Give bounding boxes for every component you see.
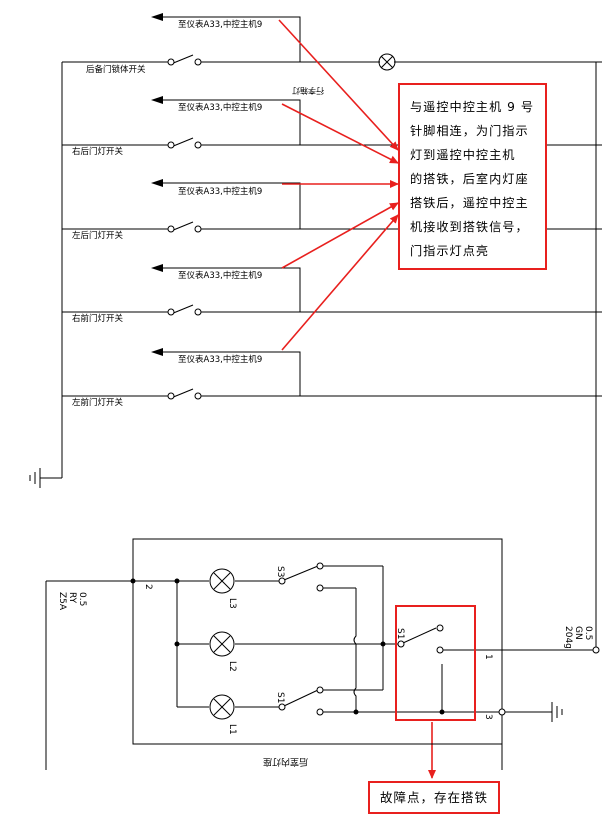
switch-label-trunk: 后备门锁体开关 [86,64,146,75]
pin-label-3: 3 [483,714,493,720]
junction-dots [130,578,445,715]
wire-label-left-code: Z5A [57,592,67,611]
wire-label-right-code: 204g [563,626,573,649]
annotation-line: 针脚相连，为门指示 [410,124,529,138]
annotation-line: 的搭铁，后室内灯座 [410,172,529,186]
wire-label-left-size: 0.5 [77,592,87,606]
lamp-icon [209,568,235,594]
relay-label: 至仪表A33,中控主机9 [178,19,262,30]
upper-schematic [29,16,602,650]
switch-label-left-front: 左前门灯开关 [72,397,124,408]
switch-label-right-front: 右前门灯开关 [72,313,124,324]
annotation-line: 灯到遥控中控主机 [410,148,516,162]
annotation-line: 与遥控中控主机 9 号 [410,100,535,114]
lamp-icon [209,694,235,720]
wire-label-left-color: RY [67,592,77,604]
relay-label: 至仪表A33,中控主机9 [178,102,262,113]
lamp-label-l1: L1 [227,724,237,735]
trunk-lamp-label: 行李箱灯 [292,86,324,96]
lamp-label-l2: L2 [227,661,237,672]
switch-labels: 后备门锁体开关 右后门灯开关 左后门灯开关 右前门灯开关 左前门灯开关 [72,64,146,408]
annotation-line: 机接收到搭铁信号， [410,220,529,234]
lower-contacts [278,562,600,716]
annotation-line: 门指示灯点亮 [410,244,490,258]
annotation-line: 搭铁后，遥控中控主 [410,196,529,210]
lower-labels: Z5A RY 0.5 204g GN 0.5 L3 L2 L1 S3 S1 S1… [57,566,593,735]
switch-label-s1-bottom: S1 [275,692,285,703]
rear-dome-light-label: 后室内灯座 [263,756,308,768]
relay-labels: 至仪表A33,中控主机9 至仪表A33,中控主机9 至仪表A33,中控主机9 至… [178,19,262,365]
pin-label-2: 2 [143,584,153,590]
wire-label-right-size: 0.5 [583,626,593,640]
lamp-label-l3: L3 [227,598,237,609]
relay-label: 至仪表A33,中控主机9 [178,270,262,281]
annotation-explanation: 与遥控中控主机 9 号 针脚相连，为门指示 灯到遥控中控主机 的搭铁，后室内灯座… [398,83,547,270]
lamp-icon [209,631,235,657]
switch-label-right-rear: 右后门灯开关 [72,146,124,157]
switch-label-left-rear: 左后门灯开关 [72,230,124,241]
lower-schematic [45,538,596,770]
fault-highlight-box [395,605,476,721]
upper-switch-contacts [167,58,202,400]
pin-label-1: 1 [483,654,493,660]
wire-label-right-color: GN [573,626,583,640]
annotation-fault-point: 故障点，存在搭铁 [368,781,500,814]
relay-label: 至仪表A33,中控主机9 [178,186,262,197]
lamp-icon [378,53,396,71]
red-arrows [278,19,436,779]
relay-arrowheads [151,13,163,356]
switch-label-s1-fault: S1 [395,628,405,639]
switch-label-s3: S3 [275,566,285,577]
lower-lamps [209,568,235,720]
relay-label: 至仪表A33,中控主机9 [178,354,262,365]
